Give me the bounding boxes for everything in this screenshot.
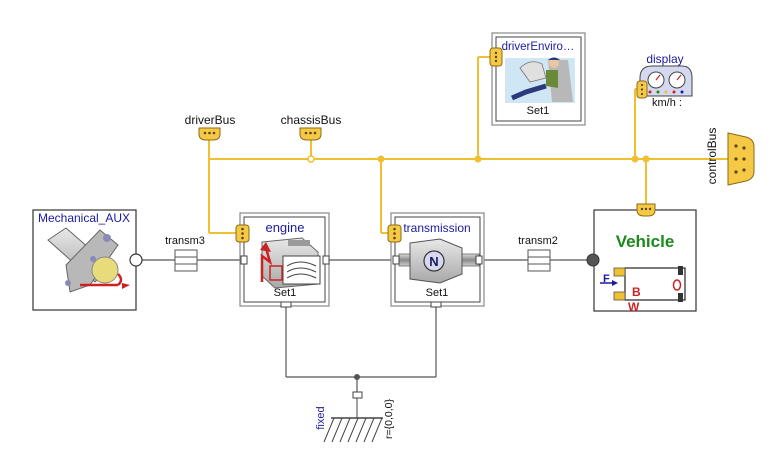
fixed-label: fixed xyxy=(315,406,327,429)
engine-support-port[interactable] xyxy=(280,301,292,308)
transmission-flange-right[interactable] xyxy=(475,255,483,265)
display-block[interactable]: display km/h : xyxy=(639,52,693,109)
engine-block[interactable]: engine Set1 xyxy=(239,212,330,308)
driver-icon xyxy=(505,57,575,103)
chassis-bus-junction-open xyxy=(307,155,315,163)
engine-label: engine xyxy=(265,220,304,235)
transm2-connector[interactable]: transm2 xyxy=(518,235,561,272)
mechanical-aux-label: Mechanical_AUX xyxy=(38,211,130,225)
transmission-bus-port[interactable] xyxy=(387,224,402,243)
engine-bus-port[interactable] xyxy=(235,224,250,243)
transmission-block[interactable]: transmission N Set1 xyxy=(390,212,485,308)
transm3-connector[interactable]: transm3 xyxy=(165,235,206,272)
ground-junction xyxy=(354,374,360,380)
vehicle-label: Vehicle xyxy=(616,232,675,251)
bus-junctions xyxy=(377,155,650,163)
driver-bus-label: driverBus xyxy=(185,113,236,127)
transm3-label: transm3 xyxy=(165,235,205,247)
driver-environment-block[interactable]: driverEnviro… Set1 xyxy=(491,32,586,126)
driver-bus-connector[interactable]: driverBus xyxy=(185,113,236,141)
transmission-support-port[interactable] xyxy=(430,301,442,308)
fixed-ground[interactable]: fixed r={0,0,0} xyxy=(315,391,395,443)
mechanical-aux-block[interactable]: Mechanical_AUX xyxy=(32,209,143,311)
engine-flange-right[interactable] xyxy=(322,255,330,265)
transm2-label: transm2 xyxy=(518,235,558,247)
vehicle-block[interactable]: Vehicle F B W xyxy=(586,209,697,314)
control-bus-connector[interactable]: controlBus xyxy=(705,128,755,186)
transmission-param: Set1 xyxy=(426,287,449,299)
mechanical-aux-flange[interactable] xyxy=(129,253,143,267)
control-bus-label: controlBus xyxy=(705,128,719,185)
vehicle-label-b: B xyxy=(632,285,641,299)
display-unit: km/h : xyxy=(652,97,682,109)
fixed-param: r={0,0,0} xyxy=(383,399,395,439)
display-bus-port[interactable] xyxy=(636,80,648,99)
chassis-bus-connector[interactable]: chassisBus xyxy=(281,113,342,141)
transmission-label: transmission xyxy=(403,221,470,235)
driver-environment-param: Set1 xyxy=(527,105,550,117)
vehicle-flange[interactable] xyxy=(586,253,600,267)
display-label: display xyxy=(646,52,683,66)
mechanical-lines xyxy=(141,259,592,392)
driver-environment-bus-port[interactable] xyxy=(489,47,503,67)
engine-param: Set1 xyxy=(274,287,297,299)
neutral-gear-icon xyxy=(423,250,445,272)
driver-environment-label: driverEnviro… xyxy=(502,41,575,53)
engine-icon xyxy=(260,237,321,289)
svg-text:N: N xyxy=(429,254,438,269)
transmission-flange-left[interactable] xyxy=(392,255,400,265)
vehicle-label-f: F xyxy=(603,273,610,285)
vehicle-chassis-icon xyxy=(600,266,686,302)
gearbox-icon: N xyxy=(398,238,480,284)
chassis-bus-label: chassisBus xyxy=(281,113,342,127)
engine-flange-left[interactable] xyxy=(240,255,248,265)
vehicle-bus-port[interactable] xyxy=(636,203,656,217)
vehicle-label-w: W xyxy=(628,300,640,314)
engine-aux-icon xyxy=(47,227,130,293)
